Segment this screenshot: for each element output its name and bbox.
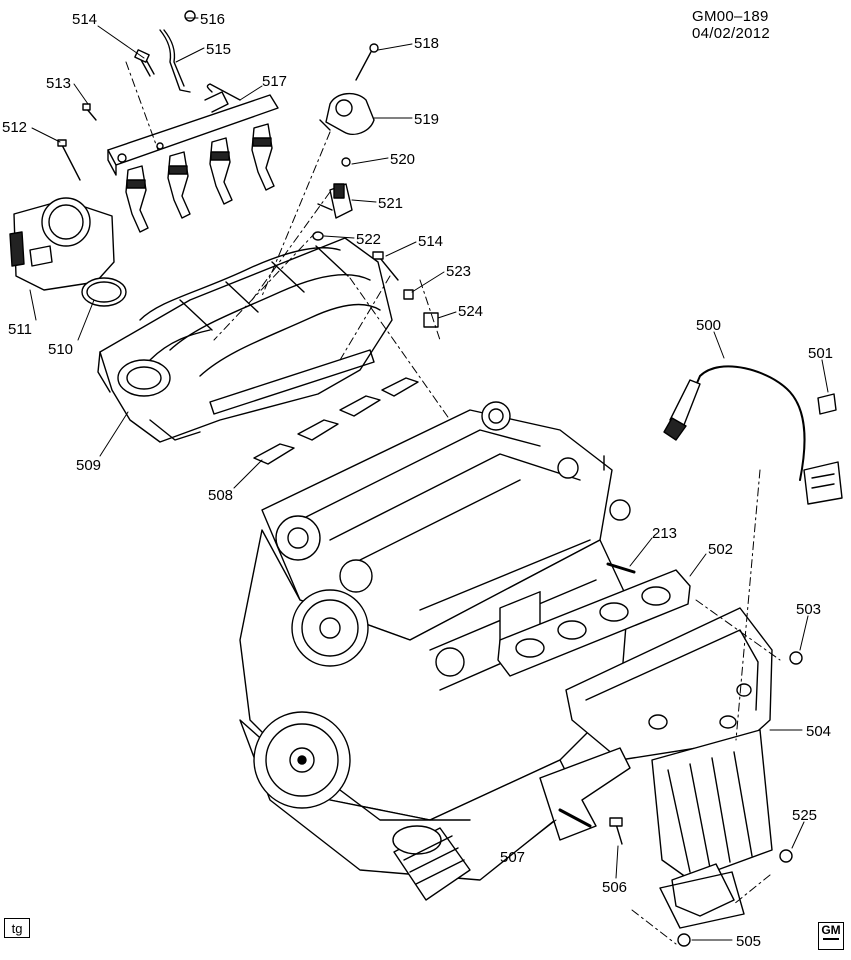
- doc-id: GM00–189: [692, 8, 769, 25]
- callout-502: 502: [708, 541, 733, 558]
- engine-assembly: [239, 401, 636, 901]
- gm-logo: GM: [818, 922, 844, 950]
- doc-date: 04/02/2012: [692, 25, 771, 42]
- callout-518: 518: [414, 35, 439, 52]
- callout-509: 509: [76, 457, 101, 474]
- intake-gaskets: [253, 377, 419, 465]
- bolt-513: [82, 103, 97, 121]
- callout-515: 515: [206, 41, 231, 58]
- sensor-521: [312, 157, 353, 241]
- bolt-518: [355, 43, 379, 81]
- oxygen-sensor: [663, 365, 843, 505]
- callout-508: 508: [208, 487, 233, 504]
- callout-503: 503: [796, 601, 821, 618]
- callout-500: 500: [696, 317, 721, 334]
- bolt-505: [677, 933, 691, 947]
- cap-516: [184, 10, 196, 22]
- callout-514b: 514: [418, 233, 443, 250]
- callout-507: 507: [500, 849, 525, 866]
- spacer-523: [403, 289, 414, 300]
- bracket-507: [539, 747, 631, 841]
- callout-labels: 514 516 515 518 513 517 519 512 520 521 …: [2, 11, 833, 950]
- callout-524: 524: [458, 303, 483, 320]
- callout-522: 522: [356, 231, 381, 248]
- nut-503: [789, 651, 803, 665]
- bolt-512: [57, 139, 81, 181]
- callout-506: 506: [602, 879, 627, 896]
- callout-525: 525: [792, 807, 817, 824]
- intake-manifold: [97, 237, 393, 443]
- gm-logo-text: GM: [821, 923, 841, 937]
- callout-519: 519: [414, 111, 439, 128]
- callout-516: 516: [200, 11, 225, 28]
- callout-523: 523: [446, 263, 471, 280]
- callout-514a: 514: [72, 11, 97, 28]
- callout-504: 504: [806, 723, 831, 740]
- callout-513: 513: [46, 75, 71, 92]
- fuel-pipe-bracket: [159, 29, 191, 93]
- bolt-525: [779, 849, 793, 863]
- leader-lines: [29, 17, 829, 941]
- fuel-injector: [251, 123, 275, 191]
- callout-511: 511: [8, 321, 32, 338]
- exhaust-manifold-catalyst: [565, 607, 773, 929]
- callout-521: 521: [378, 195, 403, 212]
- callout-213: 213: [652, 525, 677, 542]
- fuel-rail-assembly: [107, 83, 279, 233]
- bolt-506: [609, 817, 623, 845]
- diagram-header: GM00–189 04/02/2012: [692, 8, 851, 42]
- spacer-524: [423, 312, 439, 328]
- callout-501: 501: [808, 345, 833, 362]
- callout-512: 512: [2, 119, 27, 136]
- gasket-510: [81, 277, 127, 307]
- callout-520: 520: [390, 151, 415, 168]
- gm-logo-underline: [823, 938, 839, 940]
- fuel-injector: [209, 137, 233, 205]
- connector-clip-501: [817, 393, 837, 415]
- callout-517: 517: [262, 73, 287, 90]
- alignment-lines: [125, 61, 781, 945]
- sensor-519: [319, 93, 375, 136]
- fuel-injector: [167, 151, 191, 219]
- exhaust-gasket: [497, 569, 691, 677]
- fuel-injector: [125, 165, 149, 233]
- bolt-514b: [372, 251, 399, 281]
- callout-505: 505: [736, 933, 761, 950]
- callout-510: 510: [48, 341, 73, 358]
- diagram-tag: tg: [4, 918, 30, 938]
- throttle-body: [9, 197, 115, 291]
